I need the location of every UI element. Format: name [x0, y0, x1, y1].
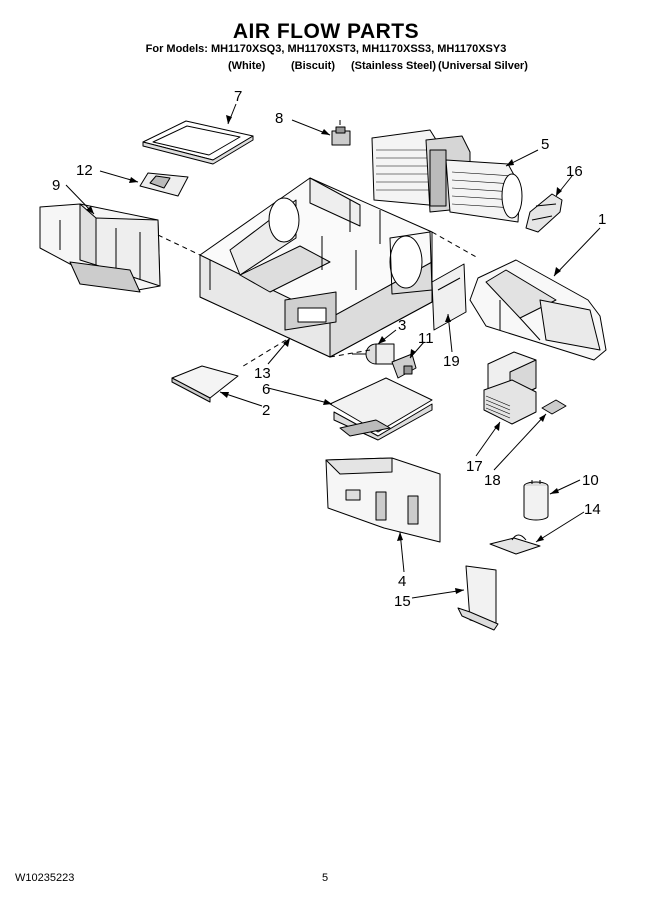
- chassis-base: [199, 177, 433, 358]
- page-title: AIR FLOW PARTS: [232, 20, 420, 43]
- part-10-capacitor: [523, 480, 549, 521]
- callout-18: 15: [394, 593, 411, 610]
- document-number: W10235223: [15, 872, 75, 884]
- callout-16: 17: [466, 458, 483, 475]
- callout-13: 14: [584, 501, 601, 518]
- part-3-motor: [352, 343, 395, 365]
- callout-9: 9: [52, 177, 60, 194]
- part-9-duct-panel: [39, 203, 161, 293]
- variant-stainless: (Stainless Steel): [351, 60, 436, 72]
- part-15-bracket: [525, 193, 563, 233]
- callout-7: 7: [234, 88, 242, 105]
- variant-biscuit: (Biscuit): [291, 60, 335, 72]
- callout-10: 10: [582, 472, 599, 489]
- callout-3: 3: [398, 317, 406, 334]
- page-number: 5: [322, 872, 329, 884]
- assembly-lines: [157, 120, 479, 369]
- callout-2: 2: [262, 402, 270, 419]
- callout-8: 8: [275, 110, 283, 127]
- part-17-fuse: [541, 399, 567, 415]
- callout-1: 1: [598, 211, 606, 228]
- variant-silver: (Universal Silver): [438, 60, 528, 72]
- model-list: For Models: MH1170XSQ3, MH1170XST3, MH11…: [145, 43, 507, 55]
- callout-4: 4: [398, 573, 406, 590]
- callout-14: 12: [76, 162, 93, 179]
- callout-6: 6: [262, 381, 270, 398]
- part-19-plate: [431, 263, 467, 331]
- part-7-filter-frame: [142, 120, 254, 165]
- part-2-plate: [171, 365, 239, 403]
- part-11-connector: [391, 353, 417, 379]
- part-1-duct-housing: [469, 259, 607, 361]
- part-6-cover: [329, 377, 433, 441]
- callout-15: 16: [566, 163, 583, 180]
- callout-12: 13: [254, 365, 271, 382]
- variant-white: (White): [228, 60, 266, 72]
- part-8-clip: [331, 126, 351, 146]
- part-16-transformer: [483, 351, 537, 425]
- part-13-bracket: [489, 534, 541, 555]
- callout-5: 5: [541, 136, 549, 153]
- part-4-lower-panel: [325, 457, 441, 543]
- part-5-blower: [371, 129, 523, 223]
- callout-17: 18: [484, 472, 501, 489]
- part-14-damper: [139, 172, 189, 197]
- leader-arrowheads: [86, 115, 562, 594]
- callout-19: 19: [443, 353, 460, 370]
- callout-11: 11: [418, 330, 434, 347]
- part-18-channel: [457, 565, 499, 631]
